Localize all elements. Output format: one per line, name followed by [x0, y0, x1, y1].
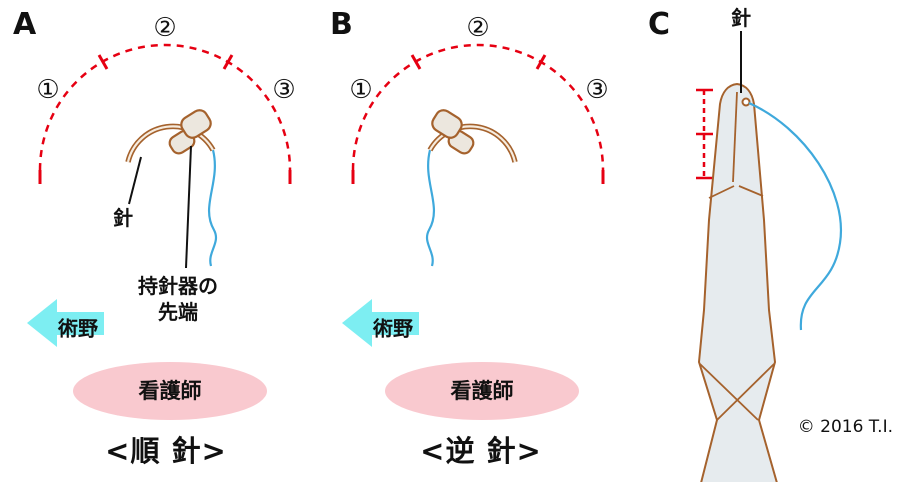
panel-c-letter: C — [648, 7, 670, 42]
rotation-arc-a — [38, 43, 292, 184]
holder-jaw-front-b — [431, 109, 463, 139]
needle-holder-body — [697, 82, 778, 482]
suture-needle-highlight-a — [126, 125, 214, 163]
position-2-b: ② — [466, 13, 489, 43]
needle-holder-jaw-slit — [732, 91, 738, 183]
nurse-label-a: 看護師 — [139, 379, 202, 403]
surgical-field-arrow-b — [342, 299, 419, 347]
needle-assembly-b — [427, 109, 518, 163]
panel-a-letter: A — [13, 7, 37, 42]
suture-thread-a — [208, 149, 218, 267]
suture-thread-b — [425, 149, 435, 267]
position-1-b: ① — [349, 75, 372, 105]
position-3-b: ③ — [585, 75, 608, 105]
panel-b-letter: B — [330, 7, 353, 42]
position-2-a: ② — [153, 13, 176, 43]
nurse-ellipse-b — [385, 362, 579, 420]
holder-callout-line-a — [185, 145, 192, 269]
surgical-field-label-b: 術野 — [372, 317, 413, 341]
needle-holder-joint-cross — [699, 363, 775, 421]
needle-label-c: 針 — [731, 6, 751, 30]
needle-holder-jaw-step — [708, 185, 764, 199]
suture-thread-c — [748, 101, 843, 331]
surgical-field-arrow-a — [27, 299, 104, 347]
needle-callout-line-a — [128, 156, 142, 205]
surgical-field-label-a: 術野 — [57, 317, 98, 341]
copyright-text: © 2016 T.I. — [798, 417, 893, 437]
arc-ticks-b — [351, 54, 605, 184]
rotation-arc-b — [351, 43, 605, 184]
arc-path-b — [351, 43, 605, 171]
holder-tip-label-line2: 先端 — [158, 300, 198, 324]
caption-reverse-needle: <逆 針> — [420, 434, 542, 468]
position-1-a: ① — [36, 75, 59, 105]
callout-lines-a — [128, 145, 192, 269]
arc-ticks-a — [38, 54, 292, 184]
position-3-a: ③ — [272, 75, 295, 105]
nurse-ellipse-a — [73, 362, 267, 420]
arc-path-a — [38, 43, 292, 171]
holder-jaw-front-a — [180, 109, 212, 139]
needle-holder-instrument — [697, 82, 778, 482]
nurse-label-b: 看護師 — [451, 379, 514, 403]
needle-assembly-a — [125, 109, 216, 163]
needle-label-a: 針 — [113, 206, 133, 230]
measurement-bracket — [696, 88, 713, 180]
caption-forward-needle: <順 針> — [105, 434, 227, 468]
bracket-ticks — [696, 88, 713, 180]
needle-cross-section — [741, 97, 751, 107]
suture-needle-highlight-b — [429, 125, 517, 163]
holder-tip-label-line1: 持針器の — [138, 274, 218, 298]
